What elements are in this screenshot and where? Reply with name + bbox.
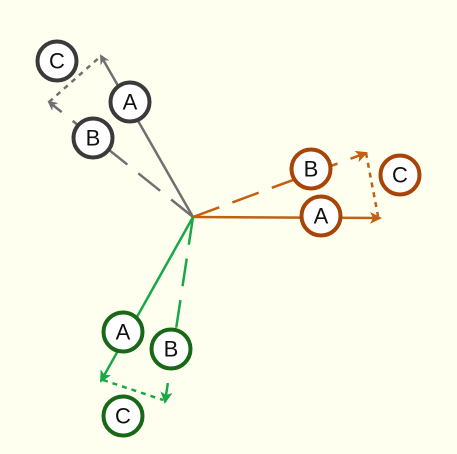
green-vector-group: A B C (99, 216, 195, 438)
green-label-c-text: C (115, 404, 131, 429)
gray-vector-c (48, 55, 102, 103)
gray-label-b: B (71, 116, 115, 160)
gray-vector-group: A B C (35, 39, 195, 218)
gray-label-c: C (35, 39, 79, 83)
orange-label-c-text: C (392, 163, 408, 188)
orange-vector-a (192, 211, 382, 224)
green-vector-b (160, 216, 195, 404)
orange-label-a: A (299, 194, 343, 238)
green-label-b: B (149, 327, 193, 371)
green-label-a-text: A (116, 320, 131, 345)
orange-label-c: C (378, 153, 422, 197)
gray-vector-b (47, 100, 194, 218)
orange-label-b: B (289, 147, 333, 191)
gray-label-a-text: A (123, 90, 138, 115)
gray-vector-a (99, 54, 195, 218)
orange-vector-b (192, 150, 368, 219)
orange-label-a-text: A (314, 204, 329, 229)
orange-label-b-text: B (304, 157, 319, 182)
gray-label-c-text: C (49, 49, 65, 74)
green-label-c: C (101, 394, 145, 438)
orange-vector-c (364, 152, 380, 217)
orange-vector-group: A B C (192, 147, 422, 238)
gray-label-b-text: B (86, 126, 101, 151)
green-vector-a (99, 216, 195, 383)
gray-label-a: A (108, 80, 152, 124)
green-label-b-text: B (164, 337, 179, 362)
green-vector-c (102, 378, 164, 402)
green-label-a: A (101, 310, 145, 354)
